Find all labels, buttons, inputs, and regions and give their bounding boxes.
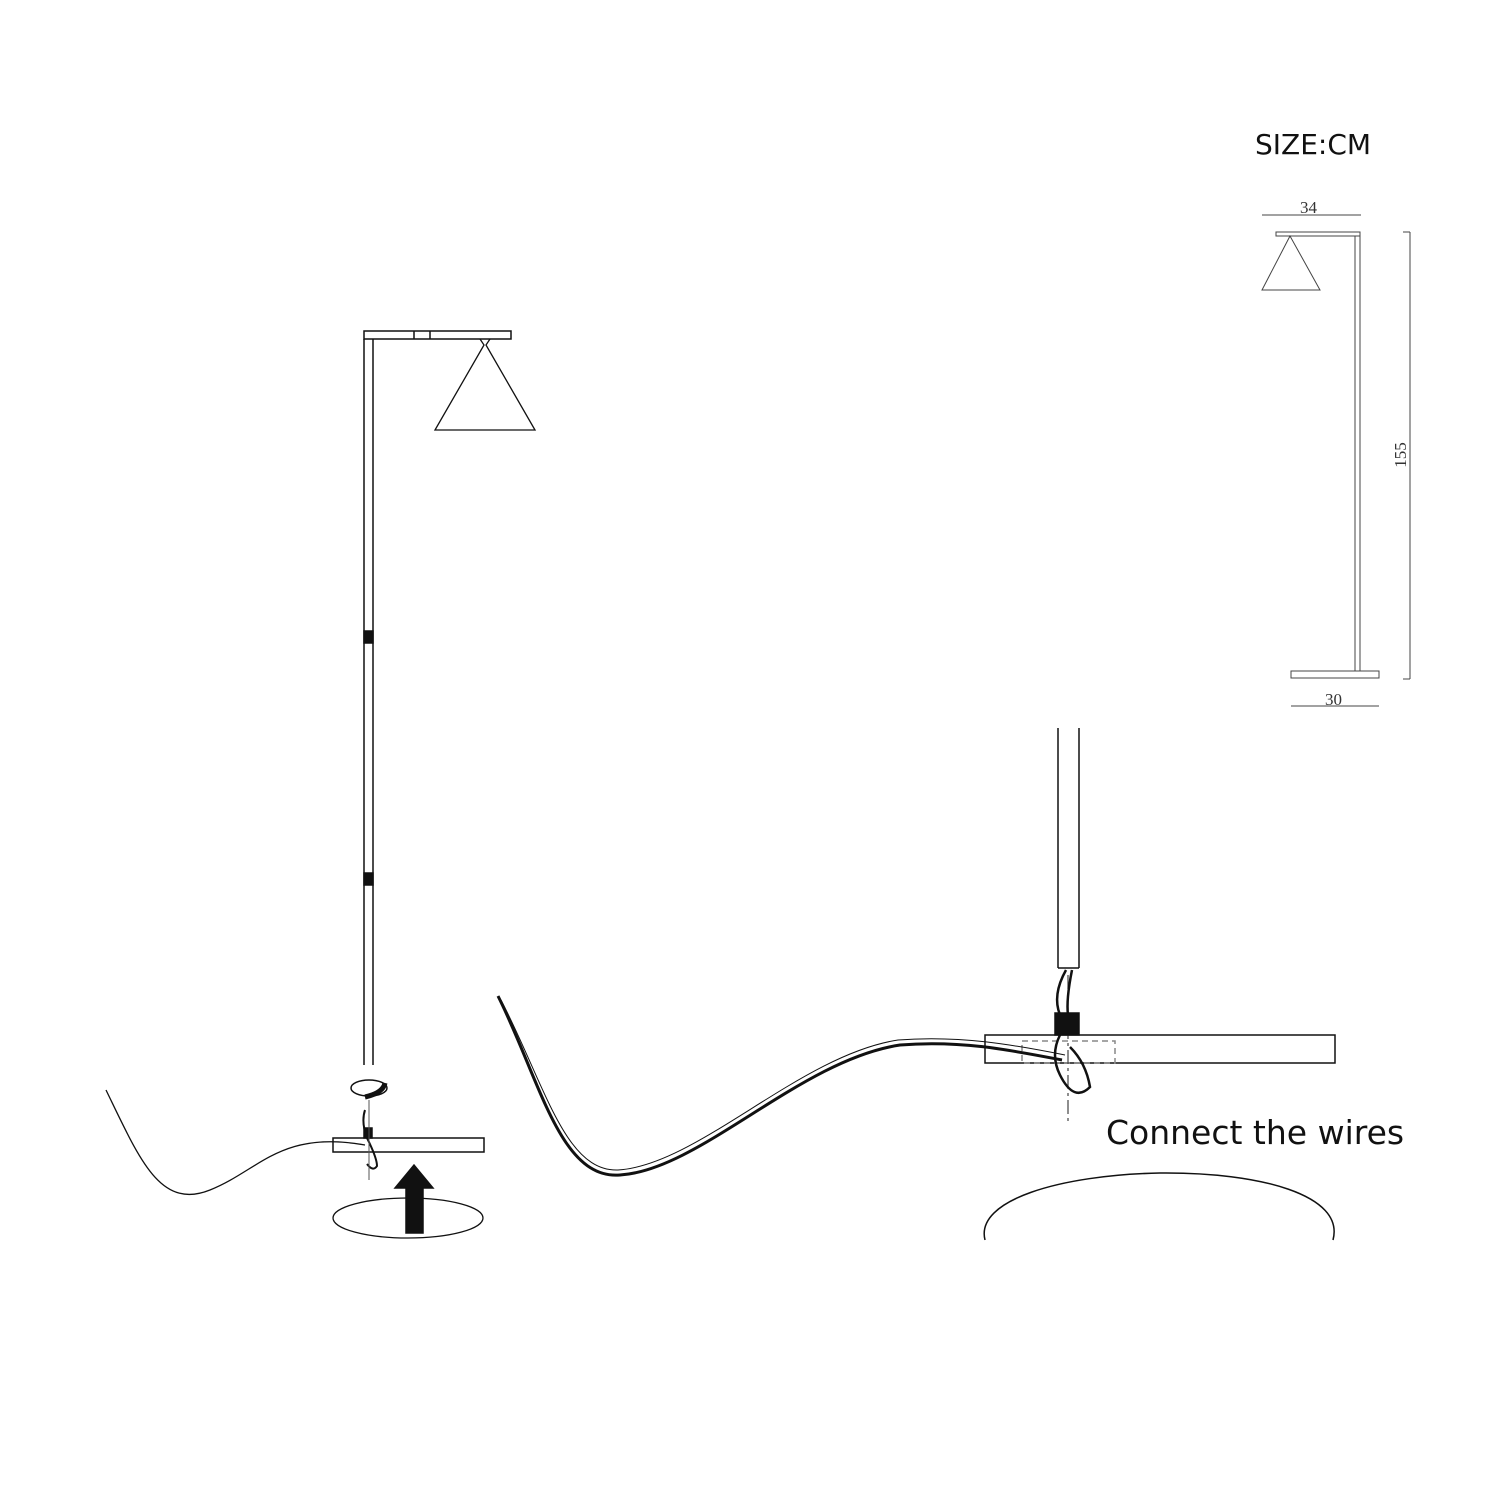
up-arrow-icon	[393, 1163, 435, 1234]
base-width-dimension: 30	[1325, 690, 1342, 709]
assembled-lamp-left	[105, 330, 537, 1239]
dimension-drawing	[1261, 214, 1411, 707]
height-dimension: 155	[1390, 442, 1410, 468]
top-width-dimension: 34	[1300, 198, 1317, 217]
wire-connection-detail	[496, 728, 1336, 1241]
size-unit-label: SIZE:CM	[1255, 128, 1372, 161]
connect-wires-instruction: Connect the wires	[1106, 1113, 1405, 1152]
